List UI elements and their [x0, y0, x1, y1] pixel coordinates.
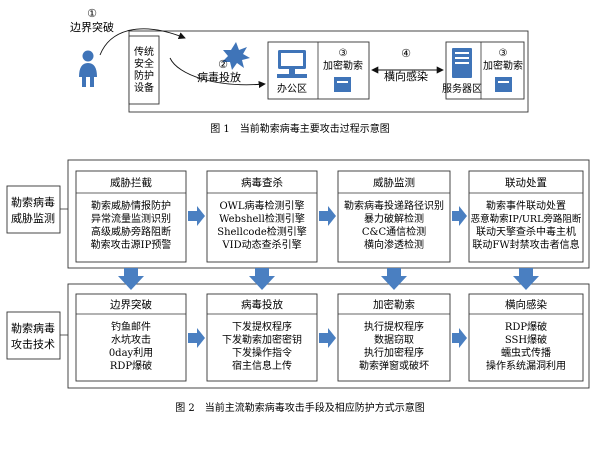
security-device-box [128, 35, 160, 105]
row1-box-item: 横向渗透检测 [364, 238, 424, 251]
security-device-label-1: 传统 [134, 45, 154, 58]
row2-side-label-1: 勒索病毒 [11, 321, 55, 335]
row2-box-item: 执行提权程序 [364, 320, 424, 333]
row2-box-item: 操作系统漏洞利用 [486, 359, 566, 372]
security-device-label-2: 安全 [134, 57, 154, 70]
row1-box-item: 联动天擎查杀中毒主机 [476, 225, 576, 238]
row2-box-item: 下发提权程序 [232, 320, 292, 333]
step1-number: ① [87, 7, 97, 20]
row2-box-item: 宿主信息上传 [232, 359, 292, 372]
row2-box-3: 横向感染 RDP爆破 SSH爆破 蠕虫式传播 操作系统漏洞利用 [468, 293, 584, 382]
server-encrypt-label: 加密勒索 [483, 59, 523, 72]
row1-box-2: 威胁监测 勒索病毒投递路径识别 暴力破解检测 C&C通信检测 横向渗透检测 [337, 170, 451, 263]
row1-side-label-1: 勒索病毒 [11, 195, 55, 209]
row2-box-item: RDP爆破 [110, 359, 152, 372]
office-encrypt-number: ③ [339, 48, 348, 59]
server-icon [452, 48, 472, 78]
row2-box-1: 病毒投放 下发提权程序 下发勒索加密密钥 下发操作指令 宿主信息上传 [206, 293, 318, 382]
step2-label: 病毒投放 [197, 70, 241, 84]
row1-box-item: 勒索事件联动处置 [486, 199, 566, 212]
row2-box-item: 勒索弹窗或破坏 [359, 359, 429, 372]
attacker-icon [79, 50, 97, 87]
row2-box-item: 执行加密程序 [364, 346, 424, 359]
row2-box-item: 0day利用 [109, 347, 153, 359]
row1-box-title: 联动处置 [505, 177, 547, 189]
row2-box-item: 钓鱼邮件 [111, 320, 151, 333]
figure-1: ① 边界突破 传统 安全 防护 设备 ② 病毒投放 [70, 7, 529, 135]
row1-box-3: 联动处置 勒索事件联动处置 恶意勒索IP/URL旁路阻断 联动天擎查杀中毒主机 … [468, 170, 584, 263]
row2-box-title: 边界突破 [110, 298, 152, 311]
step2-number: ② [218, 58, 228, 71]
row2-box-item: SSH爆破 [505, 333, 547, 346]
office-encrypt-label: 加密勒索 [323, 59, 363, 72]
step4-label: 横向感染 [384, 69, 428, 83]
row2-box-2: 加密勒索 执行提权程序 数据窃取 执行加密程序 勒索弹窗或破坏 [337, 293, 451, 382]
row1-box-item: 高级威胁旁路阻断 [91, 225, 171, 238]
row1-box-0: 威胁拦截 勒索威胁情报防护 异常流量监测识别 高级威胁旁路阻断 勒索攻击源IP预… [75, 170, 187, 263]
breach-arrow [99, 28, 186, 56]
row1-box-item: 勒索威胁情报防护 [91, 199, 171, 212]
row1-box-item: 恶意勒索IP/URL旁路阻断 [471, 213, 582, 225]
row1-box-item: VID动态查杀引擎 [221, 238, 301, 251]
server-encrypt-number: ③ [499, 48, 508, 59]
row1-side-label-box [6, 185, 61, 234]
step1-label: 边界突破 [70, 20, 114, 34]
step4-number: ④ [401, 47, 411, 60]
security-device-label-3: 防护 [134, 69, 154, 82]
row2-side-label-2: 攻击技术 [11, 337, 55, 351]
row2-box-title: 病毒投放 [241, 298, 283, 311]
virus-icon [222, 42, 250, 70]
row2-box-item: 水坑攻击 [111, 333, 151, 346]
row1-box-item: 暴力破解检测 [364, 212, 424, 225]
row2-box-item: 下发勒索加密密钥 [222, 333, 302, 346]
row1-box-item: 异常流量监测识别 [91, 212, 171, 225]
row2-box-item: 下发操作指令 [232, 346, 292, 359]
row1-box-item: Webshell检测引擎 [219, 212, 305, 225]
row2-connector-arrows [188, 328, 467, 348]
server-lock-icon [495, 77, 512, 92]
row1-box-1: 病毒查杀 OWL病毒检测引擎 Webshell检测引擎 Shellcode检测引… [206, 170, 318, 263]
row1-box-item: 勒索病毒投递路径识别 [344, 199, 444, 212]
server-zone-label: 服务器区 [442, 82, 482, 95]
row1-box-title: 威胁拦截 [110, 176, 152, 189]
row2-side-label-box [6, 311, 61, 360]
row1-box-item: 联动FW封禁攻击者信息 [472, 238, 579, 251]
lock-icon [334, 77, 351, 92]
row2-box-item: 数据窃取 [374, 333, 414, 346]
delivery-arrow [169, 57, 266, 89]
row1-box-item: C&C通信检测 [362, 225, 426, 238]
figure2-caption: 图 2 当前主流勒索病毒攻击手段及相应防护方式示意图 [175, 401, 425, 414]
row2-box-item: 蠕虫式传播 [501, 346, 551, 359]
office-zone-label: 办公区 [277, 82, 307, 95]
computer-icon [277, 50, 307, 78]
row1-box-item: 勒索攻击源IP预警 [91, 238, 172, 251]
row2-box-title: 加密勒索 [373, 298, 415, 311]
figure1-caption: 图 1 当前勒索病毒主要攻击过程示意图 [210, 122, 390, 135]
row1-box-item: OWL病毒检测引擎 [219, 199, 304, 212]
vertical-arrows [118, 268, 539, 290]
figure-2: 勒索病毒 威胁监测 勒索病毒 攻击技术 威胁拦截 勒索威胁情报防护 异常流量监测… [6, 159, 590, 414]
security-device-label-4: 设备 [134, 81, 154, 94]
row2-box-title: 横向感染 [505, 298, 547, 311]
row1-side-label-2: 威胁监测 [11, 211, 55, 225]
row2-box-item: RDP爆破 [505, 320, 547, 333]
row1-box-title: 威胁监测 [373, 176, 415, 189]
row1-box-item: Shellcode检测引擎 [217, 225, 307, 238]
row1-connector-arrows [188, 206, 467, 226]
row2-box-0: 边界突破 钓鱼邮件 水坑攻击 0day利用 RDP爆破 [75, 293, 187, 382]
row1-box-title: 病毒查杀 [241, 176, 283, 189]
